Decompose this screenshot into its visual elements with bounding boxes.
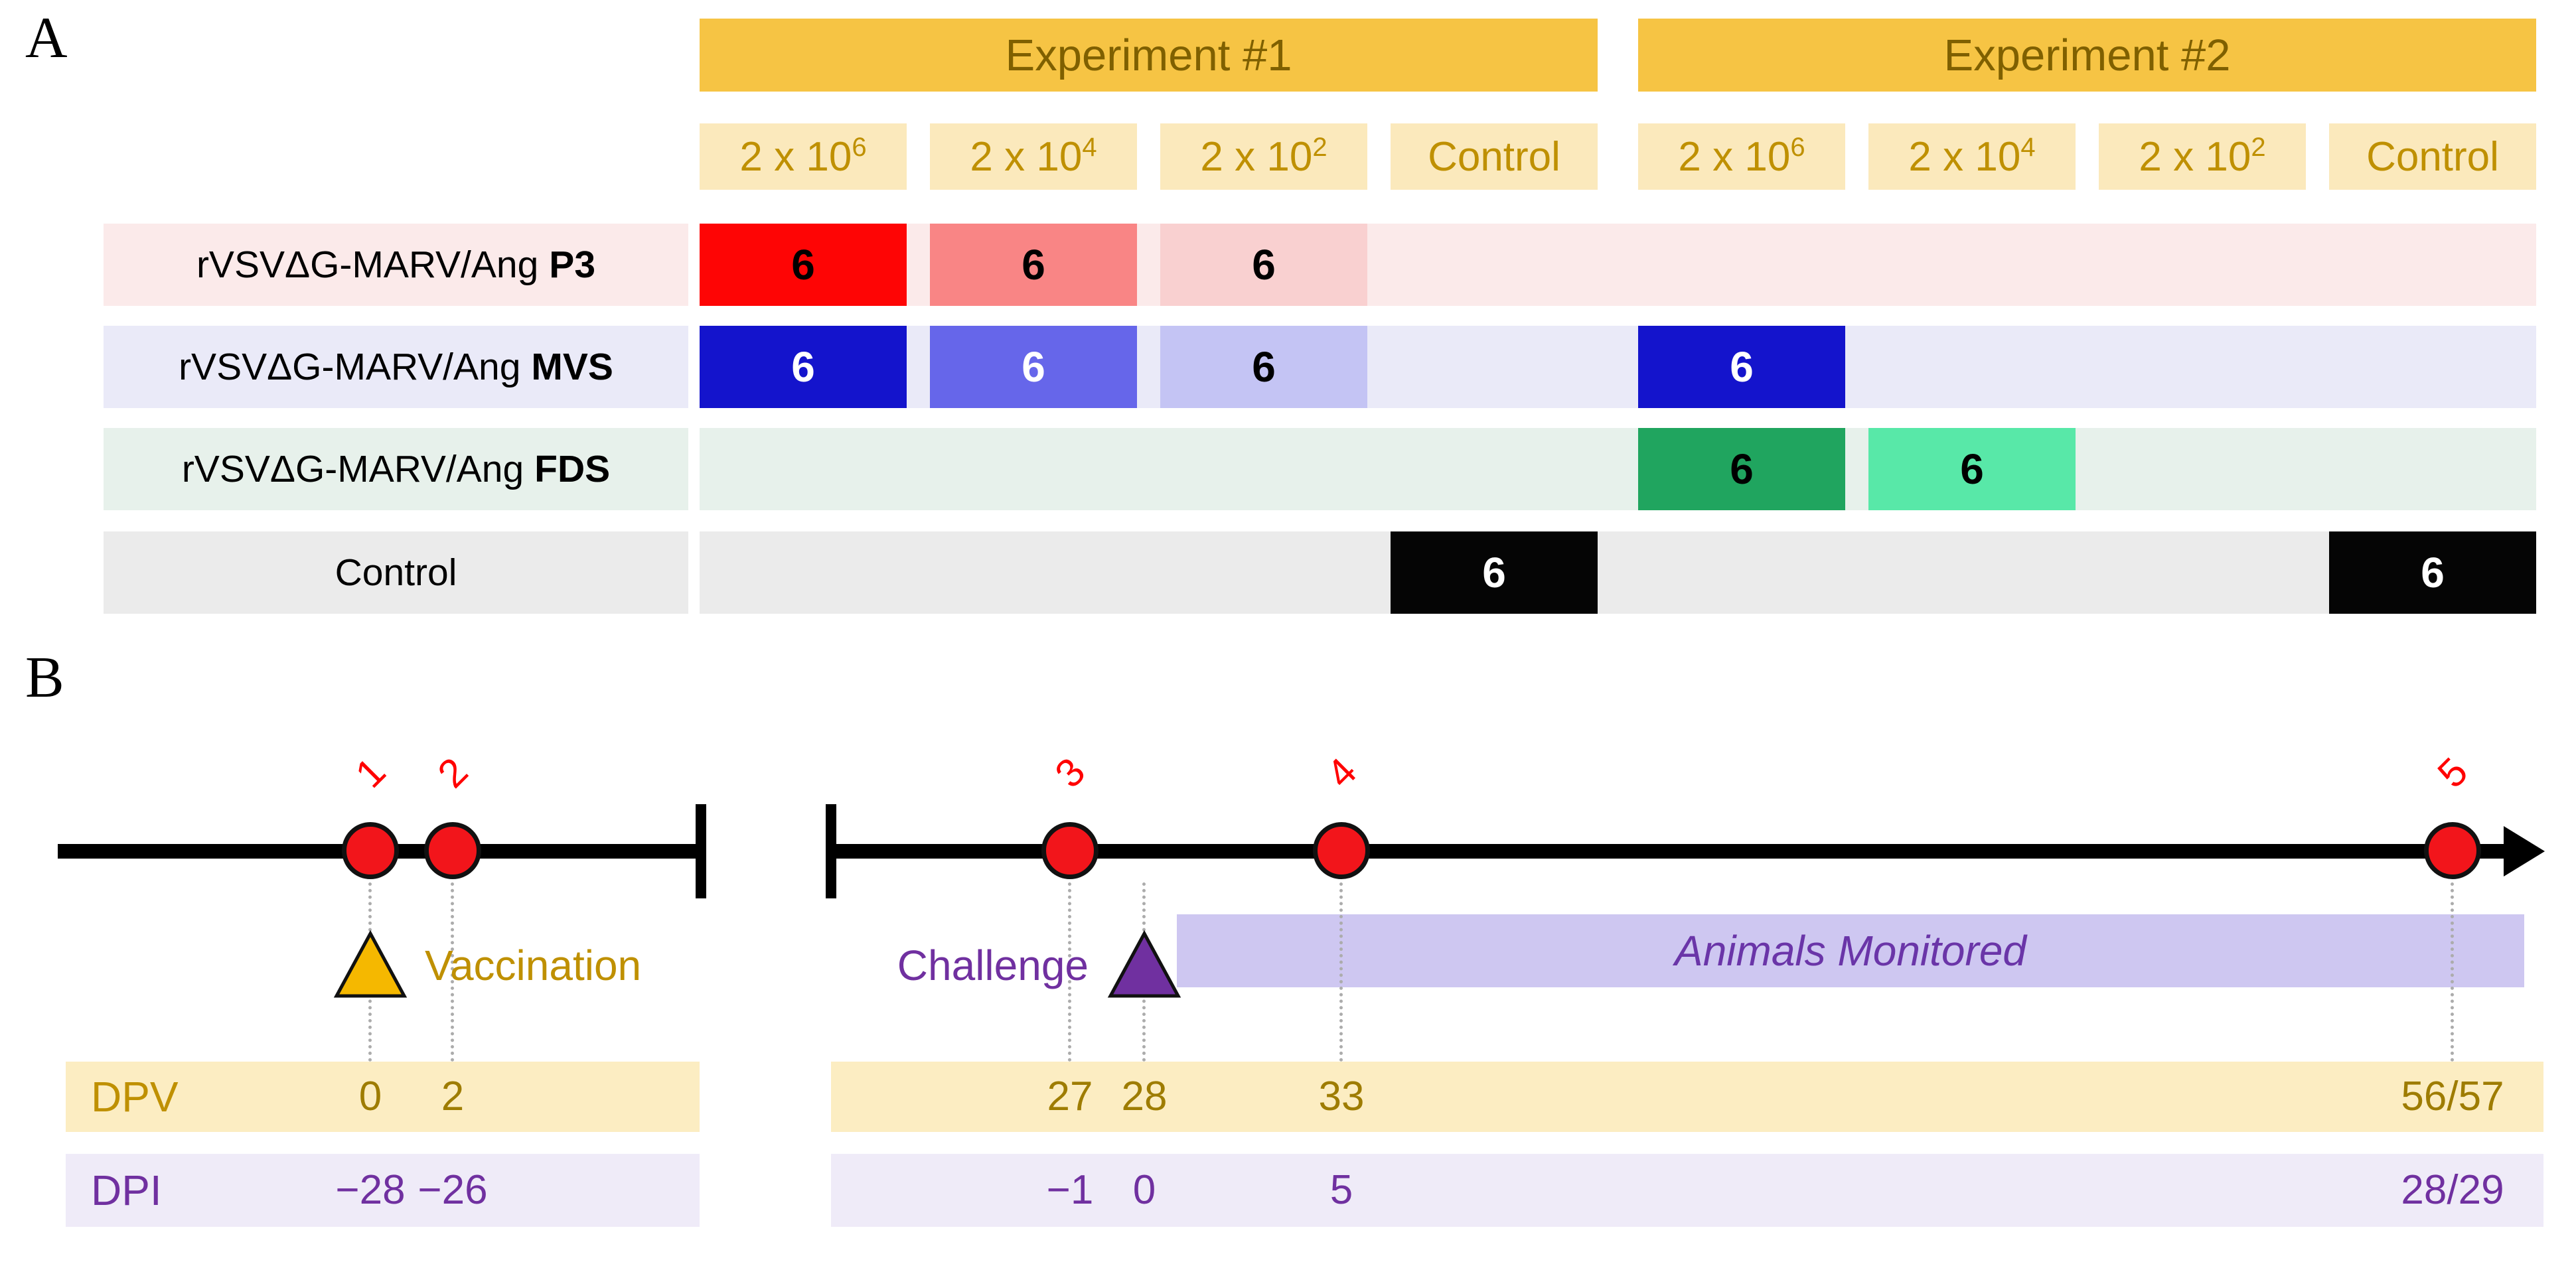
dpi-value-5: 5 bbox=[1329, 1167, 1353, 1213]
dose-exponent: 6 bbox=[1790, 132, 1805, 162]
vaccine-name: rVSVΔG-MARV/Ang bbox=[181, 448, 524, 490]
dose-base: 2 x 10 bbox=[970, 133, 1083, 180]
vaccine-name: rVSVΔG-MARV/Ang bbox=[196, 244, 539, 286]
cell-control-e2: 6 bbox=[2329, 531, 2536, 614]
experiment-1-header: Experiment #1 bbox=[700, 19, 1598, 92]
vaccine-variant: MVS bbox=[531, 346, 613, 388]
guide-line-day27 bbox=[1068, 882, 1071, 1062]
dpi-value-minus26: −26 bbox=[417, 1167, 488, 1213]
experiment-1-title: Experiment #1 bbox=[1005, 30, 1292, 80]
panel-b-label: B bbox=[25, 646, 64, 710]
dpv-value-day27: 27 bbox=[1047, 1074, 1093, 1119]
dpi-value-28-29: 28/29 bbox=[2401, 1167, 2504, 1213]
dpi-band-right bbox=[831, 1154, 2543, 1227]
dose-base: Control bbox=[2366, 133, 2499, 180]
dpi-label: DPI bbox=[91, 1166, 162, 1214]
challenge-label: Challenge bbox=[897, 942, 1089, 989]
dose-exponent: 2 bbox=[1312, 132, 1327, 162]
dpi-value-minus1: −1 bbox=[1046, 1167, 1094, 1213]
dose-header-e2-control: Control bbox=[2329, 123, 2536, 190]
dpi-value-0: 0 bbox=[1132, 1167, 1156, 1213]
dose-exponent: 6 bbox=[852, 132, 867, 162]
dpv-band-right bbox=[831, 1062, 2543, 1132]
vaccine-variant: FDS bbox=[534, 448, 611, 490]
timeline-2-line bbox=[831, 844, 2507, 859]
timeline-2-arrowhead-icon bbox=[2504, 826, 2545, 876]
timepoint-4-number: 4 bbox=[1318, 749, 1365, 796]
dose-exponent: 4 bbox=[1082, 132, 1097, 162]
dose-base: 2 x 10 bbox=[2139, 133, 2251, 180]
guide-line-day56 bbox=[2451, 882, 2454, 1062]
dose-base: 2 x 10 bbox=[1200, 133, 1313, 180]
dpv-value-day28: 28 bbox=[1121, 1074, 1168, 1119]
dose-exponent: 2 bbox=[2251, 132, 2266, 162]
cell-mvs-e2-2e6: 6 bbox=[1638, 326, 1845, 408]
dpv-value-day33: 33 bbox=[1318, 1074, 1365, 1119]
dpv-value-day0: 0 bbox=[358, 1074, 382, 1119]
dpv-value-day2: 2 bbox=[441, 1074, 465, 1119]
group-name: Control bbox=[335, 551, 457, 594]
timepoint-2-circle-icon bbox=[424, 822, 481, 879]
row-lane-control bbox=[700, 531, 2536, 614]
cell-p3-e1-2e6: 6 bbox=[700, 224, 907, 306]
vaccination-label: Vaccination bbox=[425, 942, 642, 989]
vaccine-name: rVSVΔG-MARV/Ang bbox=[179, 346, 521, 388]
guide-line-day2 bbox=[451, 882, 454, 1062]
vaccination-triangle-icon bbox=[333, 930, 408, 998]
timepoint-5-number: 5 bbox=[2429, 749, 2476, 796]
cell-mvs-e1-2e2: 6 bbox=[1160, 326, 1367, 408]
timepoint-2-number: 2 bbox=[429, 749, 477, 796]
dose-base: 2 x 10 bbox=[739, 133, 852, 180]
timepoint-3-circle-icon bbox=[1041, 822, 1099, 879]
timepoint-3-number: 3 bbox=[1046, 749, 1094, 796]
challenge-triangle-icon bbox=[1107, 930, 1181, 998]
panel-a-label: A bbox=[25, 6, 68, 70]
dpi-band-left: DPI bbox=[66, 1154, 700, 1227]
dpv-label: DPV bbox=[91, 1073, 179, 1121]
dose-base: 2 x 10 bbox=[1678, 133, 1791, 180]
dose-header-e1-control: Control bbox=[1391, 123, 1598, 190]
cell-mvs-e1-2e6: 6 bbox=[700, 326, 907, 408]
cell-p3-e1-2e2: 6 bbox=[1160, 224, 1367, 306]
timepoint-5-circle-icon bbox=[2424, 822, 2481, 879]
row-label-fds: rVSVΔG-MARV/Ang FDS bbox=[104, 428, 688, 510]
timepoint-1-number: 1 bbox=[346, 749, 394, 796]
dose-base: 2 x 10 bbox=[1908, 133, 2021, 180]
timepoint-4-circle-icon bbox=[1313, 822, 1370, 879]
dpv-value-day56-57: 56/57 bbox=[2401, 1074, 2504, 1119]
animals-monitored-bar: Animals Monitored bbox=[1177, 914, 2524, 987]
dpv-band-left: DPV bbox=[66, 1062, 700, 1132]
dose-exponent: 4 bbox=[2020, 132, 2036, 162]
row-label-mvs: rVSVΔG-MARV/Ang MVS bbox=[104, 326, 688, 408]
cell-mvs-e1-2e4: 6 bbox=[930, 326, 1137, 408]
row-label-p3: rVSVΔG-MARV/Ang P3 bbox=[104, 224, 688, 306]
dpi-value-minus28: −28 bbox=[335, 1167, 406, 1213]
row-lane-fds bbox=[700, 428, 2536, 510]
guide-line-day33 bbox=[1339, 882, 1343, 1062]
timepoint-1-circle-icon bbox=[342, 822, 399, 879]
cell-fds-e2-2e6: 6 bbox=[1638, 428, 1845, 510]
row-label-control: Control bbox=[104, 531, 688, 614]
dose-base: Control bbox=[1428, 133, 1560, 180]
cell-control-e1: 6 bbox=[1391, 531, 1598, 614]
animals-monitored-label: Animals Monitored bbox=[1675, 927, 2026, 975]
cell-fds-e2-2e4: 6 bbox=[1868, 428, 2076, 510]
vaccine-variant: P3 bbox=[549, 244, 596, 286]
timeline-1-end-tick bbox=[696, 804, 706, 898]
cell-p3-e1-2e4: 6 bbox=[930, 224, 1137, 306]
experiment-2-header: Experiment #2 bbox=[1638, 19, 2536, 92]
experiment-2-title: Experiment #2 bbox=[1943, 30, 2231, 80]
